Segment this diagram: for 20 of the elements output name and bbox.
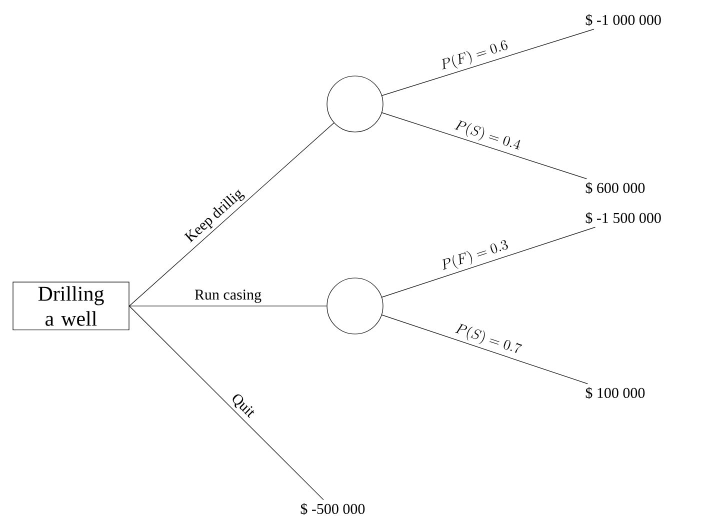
decision-box: Drilling a well [12, 282, 130, 330]
edge-label: $P(F) = 0.6$ [442, 40, 508, 70]
edge-label: $P(F) = 0.3$ [442, 240, 508, 270]
payoff-text: $ -1 000 000 [586, 14, 661, 26]
payoff-text: $ 100 000 [586, 387, 645, 399]
edge-label: $P(S) = 0.4$ [454, 120, 520, 150]
edge-label: Run casing [194, 290, 262, 303]
branch-line [382, 28, 594, 96]
branch-line [129, 306, 324, 500]
branch-line [382, 226, 596, 298]
payoff-text: $ -1 500 000 [586, 212, 661, 224]
payoff-text: $ -500 000 [300, 503, 365, 515]
branch-line [382, 314, 588, 384]
edge-label: $P(S) = 0.7$ [455, 324, 522, 353]
chance-circle [326, 278, 384, 334]
payoff-text: $ 600 000 [586, 182, 645, 194]
edge-label: Quit [232, 394, 254, 418]
branch-line [129, 122, 334, 306]
branch-line [382, 112, 587, 180]
chance-circle [326, 76, 384, 132]
